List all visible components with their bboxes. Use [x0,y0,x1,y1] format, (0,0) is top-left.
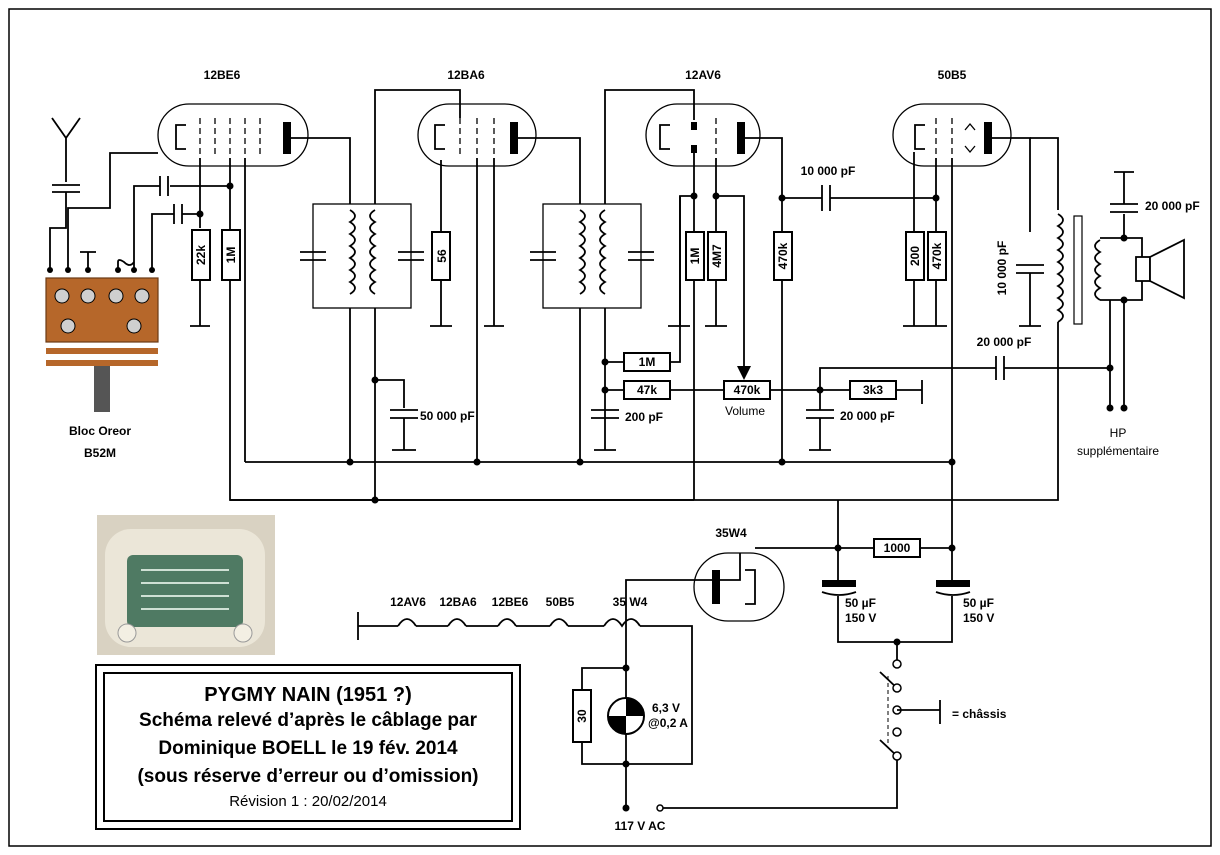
cap1-label: 50 µF [845,596,876,610]
tube-label-35w4: 35W4 [715,526,747,540]
title-line-2: Schéma relevé d’après le câblage par [139,710,477,731]
title-line-1: PYGMY NAIN (1951 ?) [204,684,412,706]
title-block: PYGMY NAIN (1951 ?) Schéma relevé d’aprè… [95,664,521,830]
resistor-4m7-label: 4M7 [710,244,724,268]
title-line-5: Révision 1 : 20/02/2014 [229,793,387,810]
resistor-1m-b [685,231,705,281]
resistor-56-label: 56 [435,249,449,263]
fil-label-12av6: 12AV6 [390,595,426,609]
radio-photo [97,515,275,655]
fil-label-12be6: 12BE6 [492,595,529,609]
resistor-3k3-label: 3k3 [863,383,883,397]
tube-12av6 [645,103,761,167]
tube-50b5 [892,103,1012,167]
resistor-1000-label: 1000 [884,541,911,555]
cap-20000-a-label: 20 000 pF [840,409,895,423]
oscillator-block [45,267,159,412]
chassis-label: = châssis [952,707,1007,721]
tube-label-12be6: 12BE6 [204,68,241,82]
cap1b-label: 150 V [845,611,876,625]
resistor-22k [191,229,211,281]
outer-frame [8,8,1212,847]
tube-label-50b5: 50B5 [938,68,967,82]
filter-cap-1 [821,580,857,596]
mains-label: 117 V AC [615,819,666,833]
resistor-1m-a [221,229,241,281]
cap2b-label: 150 V [963,611,994,625]
volume-pot-label: 470k [734,383,761,397]
tube-35w4 [693,552,785,622]
resistor-47k-label: 47k [637,383,657,397]
tube-label-12av6: 12AV6 [685,68,721,82]
cap-10000-b-label: 10 000 pF [995,241,1009,296]
hp-label-1: HP [1110,426,1127,440]
if-transformer-1 [300,203,424,309]
lamp-label-1: 6,3 V [652,701,680,715]
fil-label-12ba6: 12BA6 [439,595,477,609]
resistor-22k-label: 22k [194,245,208,265]
resistor-1m-c-label: 1M [639,355,656,369]
cap-20000-b-label: 20 000 pF [977,335,1032,349]
resistor-200-label: 200 [908,246,922,266]
resistor-30-label: 30 [575,709,589,723]
resistor-470k-b [927,231,947,281]
tube-12be6 [157,103,309,167]
speaker-icon [1135,238,1185,300]
resistor-1000 [873,538,921,558]
cap-50000-label: 50 000 pF [420,409,475,423]
lamp-label-2: @0,2 A [648,716,688,730]
block-label-2: B52M [84,446,116,460]
resistor-470k-a [773,231,793,281]
fil-label-50b5: 50B5 [546,595,575,609]
volume-label: Volume [725,404,765,418]
title-line-4: (sous réserve d’erreur ou d’omission) [137,766,479,787]
resistor-1m-b-label: 1M [688,248,702,265]
cap-200-label: 200 pF [625,410,663,424]
tube-label-12ba6: 12BA6 [447,68,485,82]
cap-10000-a-label: 10 000 pF [801,164,856,178]
resistor-30 [572,689,592,743]
pilot-lamp-icon [607,697,645,735]
resistor-470k-a-label: 470k [776,242,790,269]
cap-20000-c-label: 20 000 pF [1145,199,1200,213]
title-line-3: Dominique BOELL le 19 fév. 2014 [158,738,458,759]
filter-cap-2 [935,580,971,596]
antenna-icon [49,117,81,268]
fil-label-35w4: 35 W4 [613,595,648,609]
resistor-4m7 [707,231,727,281]
resistor-200 [905,231,925,281]
resistor-1m-a-label: 1M [224,247,238,264]
tube-12ba6 [417,103,537,167]
block-label-1: Bloc Oreor [69,424,131,438]
if-transformer-2 [530,203,654,309]
resistor-470k-b-label: 470k [930,242,944,269]
output-transformer [1056,213,1102,325]
cap2-label: 50 µF [963,596,994,610]
hp-label-2: supplémentaire [1077,444,1159,458]
